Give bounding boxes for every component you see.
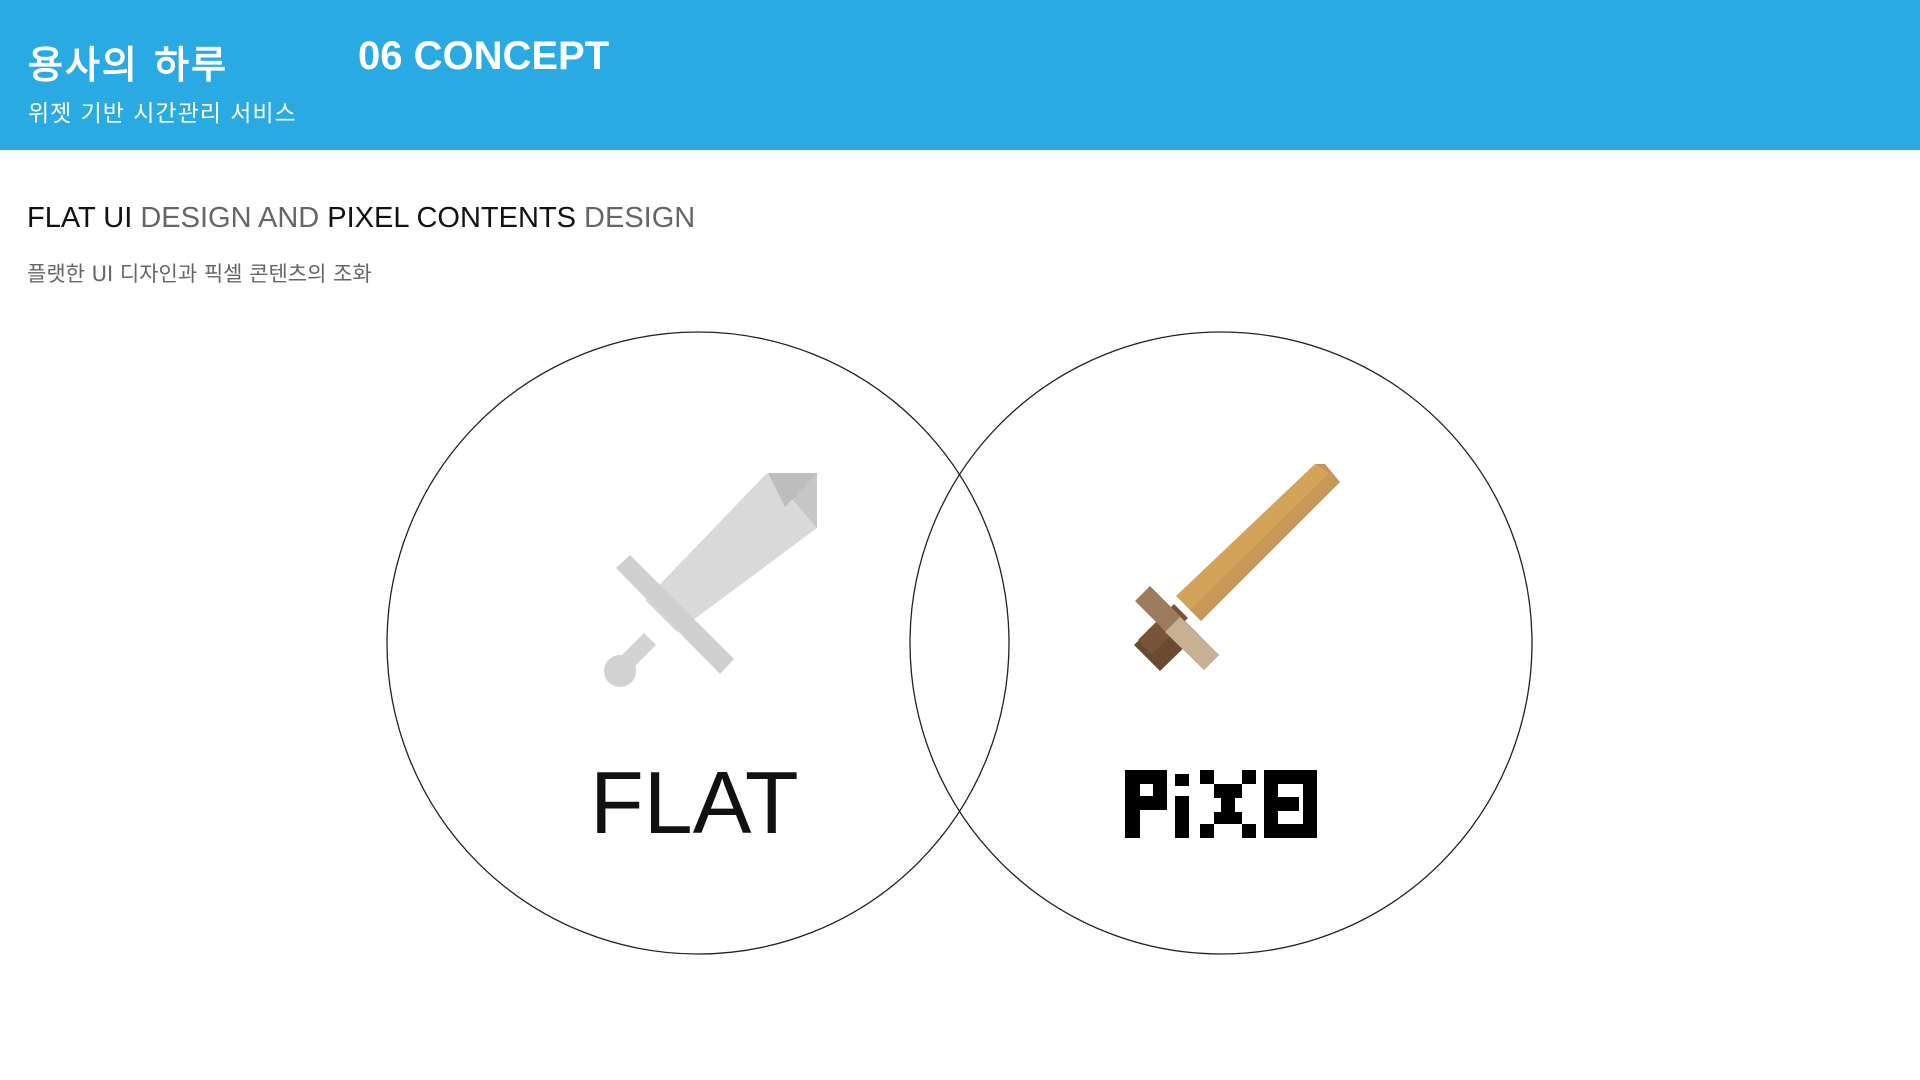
flat-label: FLAT xyxy=(590,753,799,852)
headline-pixel-contents: PIXEL CONTENTS xyxy=(327,202,576,234)
headline-design: DESIGN xyxy=(575,202,696,234)
pixel-label xyxy=(1125,770,1317,838)
concept-headline: FLAT UI DESIGN AND PIXEL CONTENTS DESIGN xyxy=(27,202,695,235)
flat-sword-icon xyxy=(604,473,817,687)
app-title: 용사의 하루 xyxy=(28,43,229,87)
pixel-sword-icon xyxy=(1134,464,1340,671)
headline-design-and: DESIGN AND xyxy=(132,202,328,234)
venn-circle-flat xyxy=(386,331,1010,955)
venn-circle-pixel xyxy=(909,331,1533,955)
concept-subheadline: 플랫한 UI 디자인과 픽셀 콘텐츠의 조화 xyxy=(27,262,372,286)
headline-flat-ui: FLAT UI xyxy=(27,202,133,234)
section-title: 06 CONCEPT xyxy=(358,34,610,78)
app-subtitle: 위젯 기반 시간관리 서비스 xyxy=(28,101,297,127)
header-bar: 용사의 하루 06 CONCEPT 위젯 기반 시간관리 서비스 xyxy=(0,0,1920,150)
